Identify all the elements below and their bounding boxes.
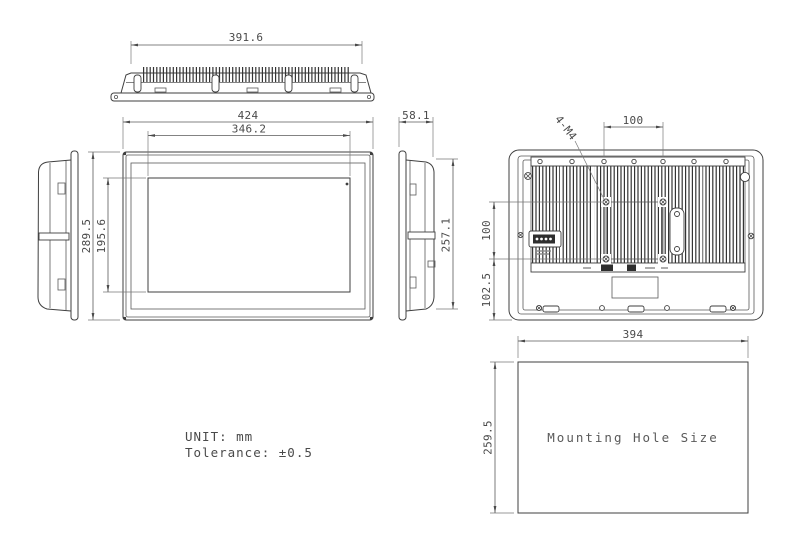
mount-clip xyxy=(350,74,359,93)
unit-note: UNIT: mm xyxy=(185,429,253,444)
left-side-bezel xyxy=(70,150,79,321)
dimension-mount-width: 394 xyxy=(517,328,749,358)
mount-clamp-bar xyxy=(407,231,436,240)
dimension-display-width: 346.2 xyxy=(147,123,351,176)
io-cover-plate xyxy=(611,276,659,299)
top-view: 391.6 xyxy=(110,31,375,102)
dim-label-195-6: 195.6 xyxy=(95,219,108,254)
dim-label-346-2: 346.2 xyxy=(232,123,267,136)
mounting-cutout-rect xyxy=(517,361,749,514)
vesa-hole xyxy=(658,254,668,264)
rear-bottom-strip xyxy=(530,262,746,273)
strip-screws xyxy=(537,158,729,165)
io-port xyxy=(601,264,613,271)
mount-clip xyxy=(133,74,142,93)
notes: UNIT: mm Tolerance: ±0.5 xyxy=(185,429,313,460)
vesa-hole xyxy=(601,254,611,264)
left-side-view xyxy=(37,150,79,321)
dim-label-100-left: 100 xyxy=(480,220,493,241)
dim-label-257-1: 257.1 xyxy=(440,218,453,253)
tolerance-note: Tolerance: ±0.5 xyxy=(185,445,313,460)
corner-hole xyxy=(739,171,751,183)
dim-label-100-top: 100 xyxy=(623,114,644,127)
dc-power-connector xyxy=(528,230,562,255)
frame-screws xyxy=(517,171,755,312)
dimension-hole-pitch-x: 100 xyxy=(603,114,664,157)
dimension-body-height: 257.1 xyxy=(436,158,458,310)
dimension-front-outer-width: 424 xyxy=(122,109,374,149)
foot-tab xyxy=(709,305,727,313)
vesa-hole xyxy=(658,197,668,207)
dimension-display-height: 195.6 xyxy=(95,177,146,293)
front-led-dot xyxy=(345,182,349,186)
right-side-view: 58.1 257.1 xyxy=(398,109,458,321)
dim-label-259-5: 259.5 xyxy=(482,420,495,455)
dimension-front-outer-height: 289.5 xyxy=(80,151,120,321)
side-bezel xyxy=(398,150,407,321)
dim-label-391-6: 391.6 xyxy=(229,31,264,44)
rear-outer-frame xyxy=(508,149,764,321)
dim-label-424: 424 xyxy=(238,109,259,122)
dim-label-58-1: 58.1 xyxy=(402,109,430,122)
mount-clip xyxy=(284,74,293,93)
mount-clamp-bar xyxy=(38,232,70,241)
vesa-mount-holes xyxy=(601,197,668,264)
front-outer-frame xyxy=(122,151,374,321)
left-side-body xyxy=(37,159,72,312)
mount-clip xyxy=(211,74,220,93)
front-view: 424 346.2 289.5 195.6 xyxy=(80,109,374,321)
mount-slot xyxy=(669,207,685,256)
vesa-hole xyxy=(601,197,611,207)
dimension-depth: 58.1 xyxy=(398,109,434,157)
rear-top-strip xyxy=(530,156,746,167)
label-4-m4: 4-M4 xyxy=(552,113,579,143)
io-port xyxy=(627,264,636,271)
dim-label-394: 394 xyxy=(623,328,644,341)
front-bezel-edge xyxy=(110,92,375,102)
display-area xyxy=(147,177,351,293)
dimension-bottom-offset: 102.5 xyxy=(480,259,512,321)
dim-label-102-5: 102.5 xyxy=(480,273,493,308)
foot-tab xyxy=(542,305,560,313)
mounting-hole-size-label: Mounting Hole Size xyxy=(547,430,718,445)
foot-tab xyxy=(627,305,645,313)
dimension-hole-pitch-y: 100 xyxy=(480,201,602,260)
dimension-mount-height: 259.5 xyxy=(482,361,514,514)
front-bezel-opening xyxy=(130,162,366,310)
mounting-hole-view: 394 259.5 Mounting Hole Size xyxy=(482,328,749,514)
rear-view: 4-M4 100 100 102.5 xyxy=(480,113,764,321)
dimension-top-width: 391.6 xyxy=(130,31,363,64)
dim-label-289-5: 289.5 xyxy=(80,219,93,254)
